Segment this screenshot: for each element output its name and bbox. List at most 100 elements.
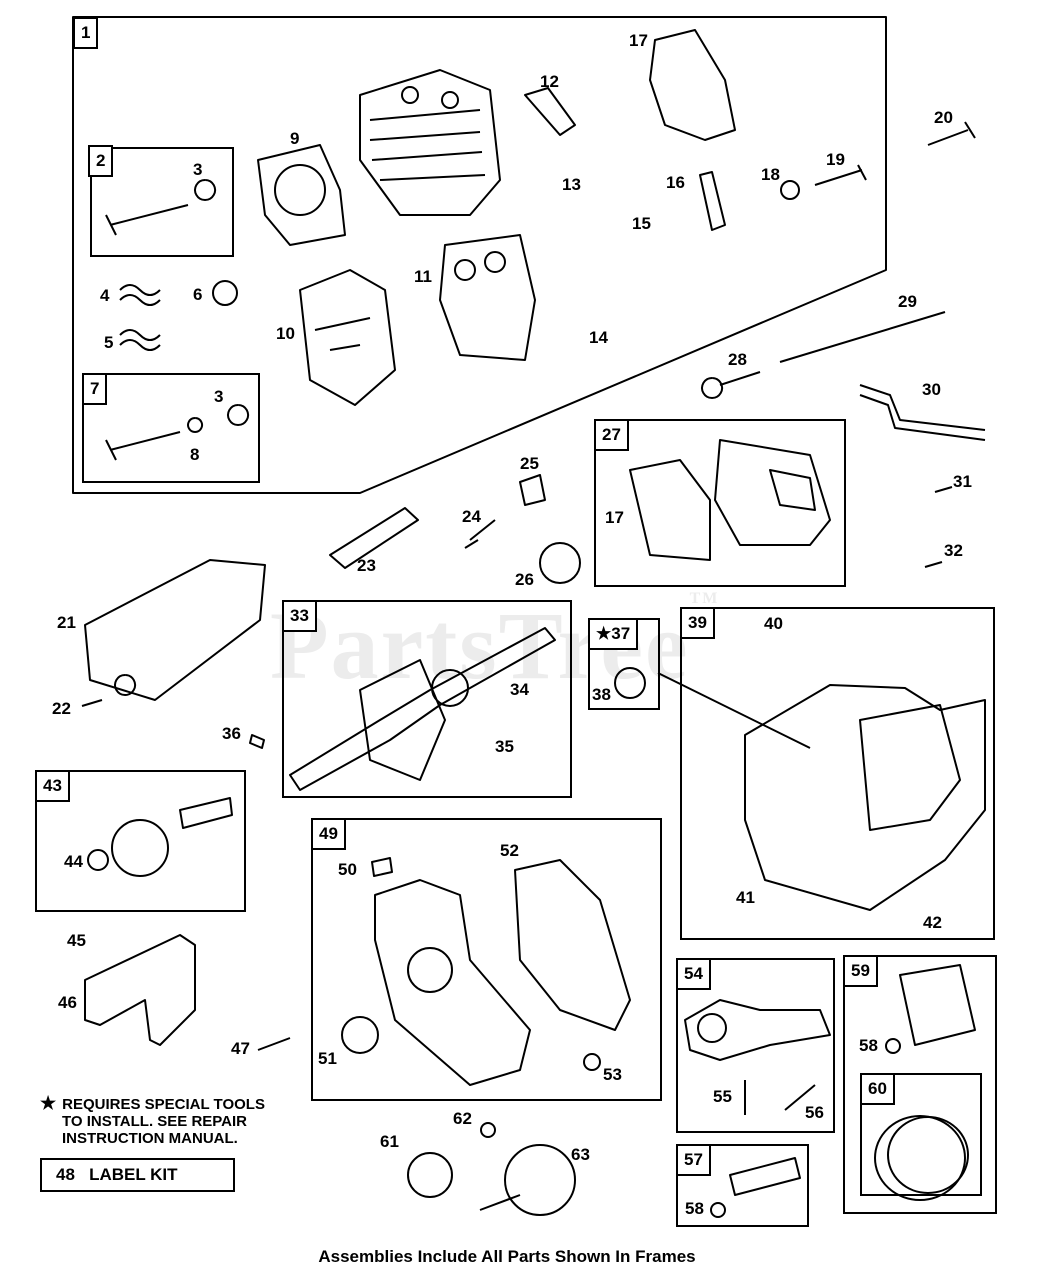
- part-28-drawing: [701, 371, 761, 399]
- callout: 30: [922, 380, 941, 399]
- screw-31-drawing: [934, 486, 953, 493]
- frame-7: 7: [82, 373, 260, 483]
- callout: 23: [357, 556, 376, 575]
- callout: 10: [276, 324, 295, 343]
- frame-54: 54: [676, 958, 835, 1133]
- callout: 24: [462, 507, 481, 526]
- disc-6-drawing: [212, 280, 238, 306]
- frame-57: 57: [676, 1144, 809, 1227]
- frame-59-tab: 59: [843, 955, 878, 987]
- clip-58b-drawing: [885, 1038, 901, 1054]
- seal-26-drawing: [539, 542, 581, 584]
- crankcase-cover-drawing: [374, 879, 531, 1086]
- shroud-21-drawing: [84, 559, 266, 701]
- callout: 40: [764, 614, 783, 633]
- head-gasket-drawing: [257, 144, 346, 246]
- key-36-drawing: [249, 734, 265, 749]
- frame-1-outline: [72, 16, 887, 494]
- callout: 45: [67, 931, 86, 950]
- frame-27: 27: [594, 419, 846, 587]
- nut-18-drawing: [780, 180, 800, 200]
- crankcase-drawing: [744, 684, 986, 911]
- shroud-21-detail: [114, 674, 137, 696]
- callout: 51: [318, 1049, 337, 1068]
- seal-53-drawing: [583, 1053, 601, 1071]
- special-tools-note: ★ REQUIRES SPECIAL TOOLS TO INSTALL. SEE …: [40, 1093, 265, 1147]
- callout: 32: [944, 541, 963, 560]
- part-50-drawing: [371, 857, 393, 877]
- dipper-56-drawing: [784, 1084, 816, 1111]
- piston-rings-drawing: [874, 1115, 966, 1201]
- frame-2: 2: [88, 145, 234, 257]
- boot-25-drawing: [519, 474, 546, 506]
- rocker-gasket-drawing: [649, 29, 736, 141]
- valve-2-drawing: [105, 179, 217, 236]
- screw-22-drawing: [81, 699, 103, 707]
- callout: 17: [605, 508, 624, 527]
- plate-drawing: [299, 269, 396, 406]
- frame-7-tab: 7: [82, 373, 108, 405]
- callout: 56: [805, 1103, 824, 1122]
- frame-33: 33: [282, 600, 572, 798]
- frame-27-tab: 27: [594, 419, 629, 451]
- screw-47-drawing: [257, 1037, 291, 1051]
- callout: 18: [761, 165, 780, 184]
- frame-54-tab: 54: [676, 958, 711, 990]
- callout: 52: [500, 841, 519, 860]
- frame-43-tab: 43: [35, 770, 70, 802]
- frame-59: 59: [843, 955, 997, 1214]
- frame-1-tab: 1: [73, 17, 99, 49]
- note-line-2: TO INSTALL. SEE REPAIR: [62, 1113, 248, 1130]
- callout: 47: [231, 1039, 250, 1058]
- camshaft-drawing: [479, 1194, 521, 1211]
- washer-44-drawing: [87, 849, 109, 871]
- callout: 9: [290, 129, 300, 148]
- breather-drawing: [329, 507, 419, 569]
- callout: 63: [571, 1145, 590, 1164]
- frame-60: 60: [860, 1073, 982, 1196]
- callout: 21: [57, 613, 76, 632]
- callout: 61: [380, 1132, 399, 1151]
- callout: 34: [510, 680, 529, 699]
- push-rod-drawing: [779, 311, 946, 363]
- gear-34-drawing: [431, 669, 469, 707]
- stud-19-drawing: [814, 164, 867, 186]
- valve-7-drawing: [105, 404, 250, 461]
- rocker-cover-gasket-drawing: [629, 459, 711, 561]
- callout: 31: [953, 472, 972, 491]
- washer-62-drawing: [480, 1122, 496, 1138]
- frame-39: 39: [680, 607, 995, 940]
- callout: 41: [736, 888, 755, 907]
- callout: 55: [713, 1087, 732, 1106]
- cam-gear-63-drawing: [504, 1144, 576, 1216]
- callout: 44: [64, 852, 83, 871]
- callout: 19: [826, 150, 845, 169]
- callout: 15: [632, 214, 651, 233]
- frame-60-tab: 60: [860, 1073, 895, 1105]
- rocker-cover-drawing: [714, 439, 831, 546]
- callout: 12: [540, 72, 559, 91]
- note-line-1: REQUIRES SPECIAL TOOLS: [62, 1096, 265, 1113]
- star-icon: ★: [40, 1093, 57, 1113]
- callout: 3: [214, 387, 224, 406]
- screw-32-drawing: [924, 561, 943, 568]
- frame-49: 49: [311, 818, 662, 1101]
- bolt-20-drawing: [927, 121, 976, 146]
- callout: 62: [453, 1109, 472, 1128]
- connecting-rod-drawing: [684, 999, 831, 1061]
- gear-61-drawing: [407, 1152, 453, 1198]
- callout: 16: [666, 173, 685, 192]
- callout: 20: [934, 108, 953, 127]
- callout: 13: [562, 175, 581, 194]
- callout: 11: [414, 267, 432, 286]
- cover-bore-drawing: [407, 947, 453, 993]
- cylinder-head-drawing: [359, 69, 501, 216]
- gear-43-drawing: [111, 819, 169, 877]
- callout: 17: [629, 31, 648, 50]
- clip-58a-drawing: [710, 1202, 726, 1218]
- footer-caption: Assemblies Include All Parts Shown In Fr…: [318, 1247, 696, 1266]
- frame-43: 43: [35, 770, 246, 912]
- watermark-tm: TM: [689, 590, 720, 607]
